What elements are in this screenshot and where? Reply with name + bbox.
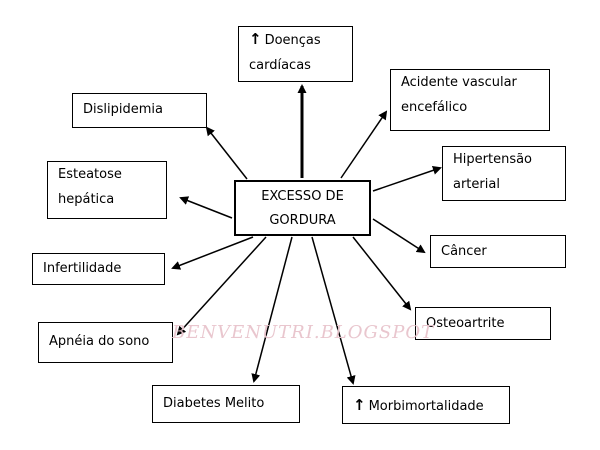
node-label: Hipertensão arterial — [453, 152, 533, 192]
node-morbimortalidade: ↑Morbimortalidade — [342, 386, 510, 424]
node-label: Morbimortalidade — [368, 399, 484, 414]
node-cancer: Câncer — [430, 235, 566, 268]
arrow-to-dislipidemia — [205, 126, 248, 180]
center-node-line1: EXCESSO DE — [261, 189, 344, 204]
node-label: Apnéia do sono — [49, 334, 150, 349]
node-label: Osteoartrite — [426, 316, 505, 331]
node-dislipidemia: Dislipidemia — [72, 93, 207, 128]
arrow-to-osteoartrite — [352, 236, 412, 311]
arrow-to-esteatose — [179, 196, 233, 219]
node-label: Acidente vascular encefálico — [401, 75, 517, 115]
node-label: Infertilidade — [43, 261, 122, 276]
arrow-to-morbi — [311, 236, 356, 385]
arrow-to-cancer — [372, 218, 426, 254]
node-label: Câncer — [441, 244, 487, 259]
up-arrow-icon: ↑ — [353, 396, 366, 414]
center-node-excesso-de-gordura: EXCESSO DE GORDURA — [234, 180, 371, 236]
up-arrow-icon: ↑ — [249, 30, 262, 48]
arrow-to-infertilidade — [171, 236, 254, 270]
node-label: Esteatose hepática — [58, 167, 122, 207]
node-label: Diabetes Melito — [163, 396, 265, 411]
node-hipertensao-arterial: Hipertensão arterial — [442, 146, 566, 201]
node-label: Dislipidemia — [83, 102, 163, 117]
node-esteatose-hepatica: Esteatose hepática — [47, 161, 167, 219]
node-osteoartrite: Osteoartrite — [415, 307, 551, 340]
arrow-to-avc — [340, 110, 388, 179]
arrow-to-apneia — [176, 236, 267, 336]
node-diabetes-melito: Diabetes Melito — [152, 385, 300, 423]
node-label: Doenças cardíacas — [249, 33, 321, 73]
node-infertilidade: Infertilidade — [32, 253, 165, 285]
arrow-to-diabetes — [251, 236, 293, 383]
arrow-to-hipertensao — [372, 166, 442, 192]
center-node-line2: GORDURA — [269, 213, 336, 228]
node-doencas-cardiacas: ↑Doenças cardíacas — [238, 26, 353, 82]
node-acidente-vascular-encefalico: Acidente vascular encefálico — [390, 69, 550, 131]
node-apneia-do-sono: Apnéia do sono — [38, 322, 173, 363]
